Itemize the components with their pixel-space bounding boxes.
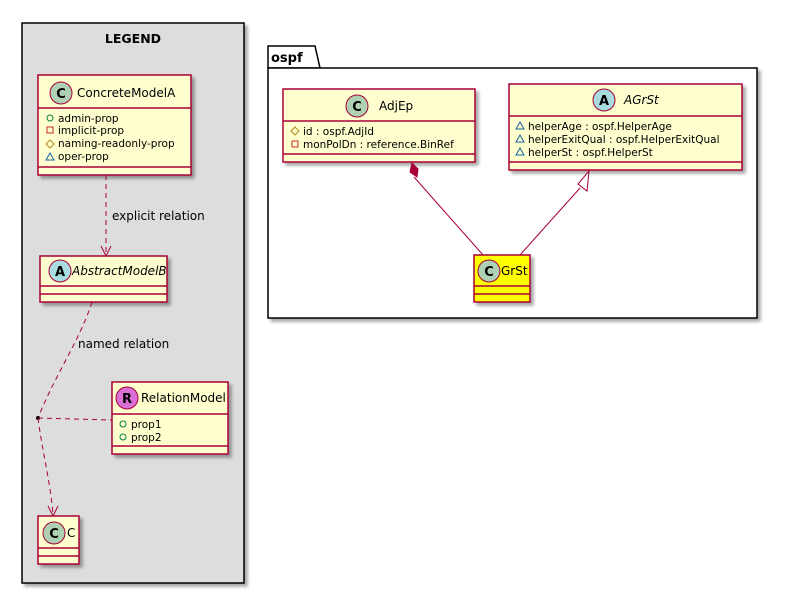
class-name: AGrSt <box>623 93 660 107</box>
named-relation-label: named relation <box>78 337 169 351</box>
private-icon <box>291 140 299 148</box>
package-icon <box>515 133 525 143</box>
svg-text:A: A <box>599 94 609 109</box>
svg-text:C: C <box>484 265 494 280</box>
member-helperst: helperSt : ospf.HelperSt <box>515 146 653 159</box>
member-helperexitqual: helperExitQual : ospf.HelperExitQual <box>515 133 720 146</box>
svg-text:prop1: prop1 <box>131 419 162 431</box>
package-icon <box>45 151 55 161</box>
svg-text:helperAge : ospf.HelperAge: helperAge : ospf.HelperAge <box>528 121 672 133</box>
protected-icon <box>290 126 300 136</box>
class-name: AdjEp <box>379 99 413 113</box>
class-c-icon: C <box>345 94 369 118</box>
svg-text:C: C <box>56 87 66 102</box>
class-concrete-model-a[interactable]: C ConcreteModelA admin-prop implicit-pro… <box>37 74 192 176</box>
member-admin-prop: admin-prop <box>46 113 119 125</box>
svg-text:id : ospf.AdjId: id : ospf.AdjId <box>303 126 374 138</box>
svg-text:oper-prop: oper-prop <box>58 151 109 163</box>
svg-text:naming-readonly-prop: naming-readonly-prop <box>58 138 175 150</box>
class-name: ConcreteModelA <box>77 86 176 100</box>
named-relation-line: named relation <box>36 301 169 518</box>
private-icon <box>46 126 54 134</box>
generalization-link <box>519 169 590 256</box>
member-helperage: helperAge : ospf.HelperAge <box>515 120 672 133</box>
composition-link <box>409 162 484 256</box>
explicit-relation-label: explicit relation <box>112 209 205 223</box>
class-name: GrSt <box>501 264 528 278</box>
svg-text:R: R <box>122 392 132 407</box>
svg-text:A: A <box>55 265 65 280</box>
svg-text:prop2: prop2 <box>131 432 162 444</box>
package-icon <box>515 146 525 156</box>
member-prop2: prop2 <box>119 432 162 444</box>
class-relation-model[interactable]: R RelationModel prop1 prop2 <box>111 381 229 455</box>
class-c-icon: C <box>49 81 73 105</box>
class-name: AbstractModelB <box>71 264 167 278</box>
member-implicit-prop: implicit-prop <box>46 125 124 137</box>
public-icon <box>119 433 127 441</box>
member-id: id : ospf.AdjId <box>290 126 374 138</box>
svg-text:C: C <box>352 100 362 115</box>
abstract-a-icon: A <box>592 88 616 112</box>
inheritance-triangle <box>577 169 590 192</box>
class-c[interactable]: C C <box>37 515 80 565</box>
public-icon <box>46 114 54 122</box>
member-prop1: prop1 <box>119 419 162 431</box>
class-name: C <box>67 526 75 540</box>
package-name: ospf <box>271 51 303 66</box>
member-monpoldn: monPolDn : reference.BinRef <box>291 139 454 151</box>
class-c-icon: C <box>42 521 66 545</box>
class-name: RelationModel <box>141 391 226 405</box>
relation-r-icon: R <box>115 386 139 410</box>
protected-icon <box>45 139 55 149</box>
svg-text:implicit-prop: implicit-prop <box>58 125 124 137</box>
class-agrst[interactable]: A AGrSt helperAge : ospf.HelperAge helpe… <box>508 83 743 171</box>
class-grst[interactable]: C GrSt <box>473 254 531 303</box>
svg-text:helperSt : ospf.HelperSt: helperSt : ospf.HelperSt <box>528 147 653 159</box>
svg-text:monPolDn : reference.BinRef: monPolDn : reference.BinRef <box>303 139 454 151</box>
member-naming-readonly-prop: naming-readonly-prop <box>45 138 175 150</box>
svg-text:helperExitQual : ospf.HelperEx: helperExitQual : ospf.HelperExitQual <box>528 134 720 146</box>
member-oper-prop: oper-prop <box>45 151 109 163</box>
class-c-icon: C <box>477 259 501 283</box>
abstract-a-icon: A <box>48 259 72 283</box>
svg-text:admin-prop: admin-prop <box>58 113 119 125</box>
class-abstract-model-b[interactable]: A AbstractModelB <box>39 255 168 303</box>
public-icon <box>119 420 127 428</box>
svg-text:C: C <box>49 527 59 542</box>
class-adjep[interactable]: C AdjEp id : ospf.AdjId monPolDn : refer… <box>282 88 476 163</box>
legend-title: LEGEND <box>105 31 161 46</box>
composition-diamond <box>409 162 419 178</box>
package-icon <box>515 120 525 130</box>
